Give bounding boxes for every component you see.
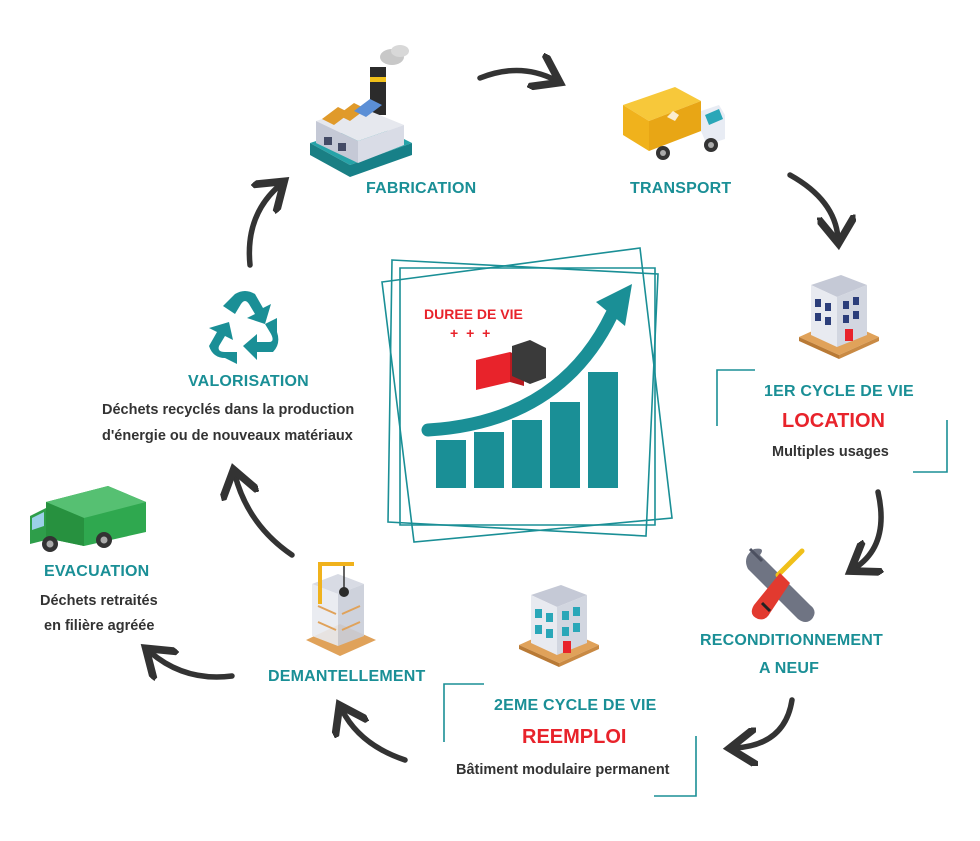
growth-chart-icon [381, 247, 673, 543]
arrow-fabrication-to-transport [477, 70, 555, 80]
evacuation-desc-line2: en filière agréée [44, 618, 155, 634]
reconditionnement-title-line1: RECONDITIONNEMENT [700, 632, 883, 649]
center-plus: + + + [450, 325, 493, 341]
modular-building-icon [519, 585, 599, 667]
arrow-demantellement-to-evacuation [150, 652, 235, 677]
building-icon [799, 275, 879, 359]
fabrication-title: FABRICATION [366, 180, 477, 197]
arrow-transport-to-location [787, 172, 838, 238]
containers-icon [476, 340, 546, 390]
arrow-reemploi-to-demantellement [342, 710, 408, 763]
cycle1-frame [716, 369, 948, 473]
center-label: DUREE DE VIE [424, 306, 523, 322]
arrow-demantellement-to-valorisation [235, 475, 295, 558]
reconditionnement-title-line2: A NEUF [759, 660, 820, 677]
valorisation-title: VALORISATION [188, 373, 309, 390]
tools-icon [746, 547, 815, 622]
recycle-icon [209, 291, 279, 364]
demantellement-title: DEMANTELLEMENT [268, 668, 426, 685]
delivery-truck-icon [623, 87, 725, 160]
cycle2-highlight: REEMPLOI [522, 726, 627, 748]
arrow-reconditionnement-to-reemploi [735, 697, 795, 748]
cycle2-desc: Bâtiment modulaire permanent [456, 762, 670, 778]
valorisation-desc-line2: d'énergie ou de nouveaux matériaux [102, 428, 353, 444]
garbage-truck-icon [30, 486, 146, 552]
evacuation-title: EVACUATION [44, 563, 150, 580]
cycle1-title: 1ER CYCLE DE VIE [764, 383, 914, 400]
demolition-icon [306, 562, 376, 656]
cycle1-desc: Multiples usages [772, 444, 889, 460]
arrow-valorisation-to-fabrication [246, 185, 280, 268]
factory-icon [310, 45, 412, 177]
evacuation-desc-line1: Déchets retraités [40, 593, 158, 609]
transport-title: TRANSPORT [630, 180, 732, 197]
valorisation-desc-line1: Déchets recyclés dans la production [102, 402, 355, 418]
cycle1-highlight: LOCATION [782, 410, 885, 432]
cycle2-title: 2EME CYCLE DE VIE [494, 697, 657, 714]
arrow-location-to-reconditionnement [855, 489, 881, 568]
cycle2-frame [443, 683, 697, 797]
